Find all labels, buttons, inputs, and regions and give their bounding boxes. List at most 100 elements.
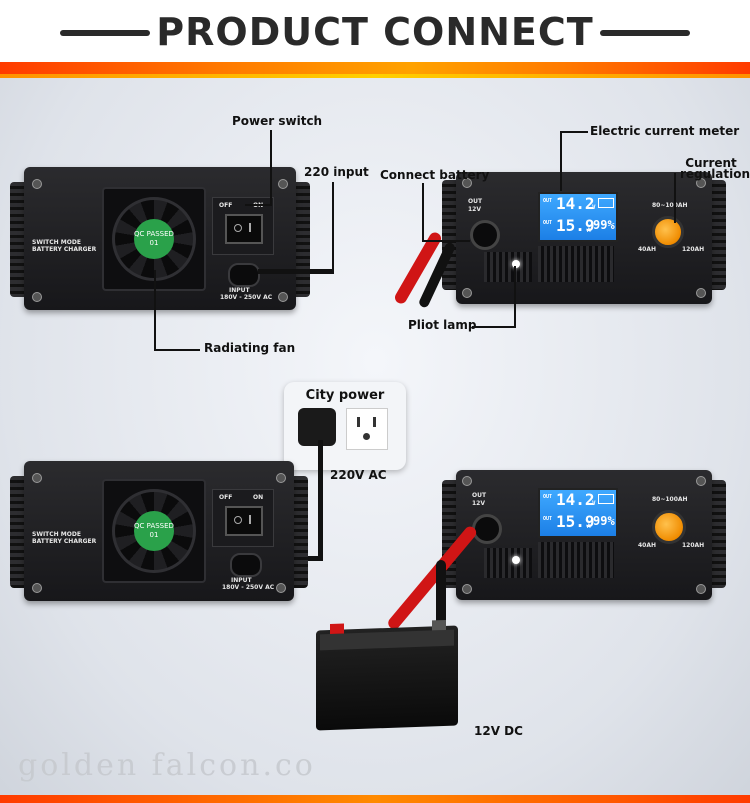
lcd-bottom-left-label: OUT	[543, 516, 553, 522]
vent-grille-left	[484, 548, 532, 578]
callout-power-switch: Power switch	[232, 114, 323, 128]
lcd-top-left-label: OUT	[543, 494, 553, 500]
current-regulation-knob[interactable]	[652, 510, 686, 544]
callout-line	[560, 131, 588, 133]
header-decoration-left	[60, 30, 150, 36]
input-range-label: 180V - 250V AC	[220, 294, 273, 301]
header-accent-stripe	[0, 62, 750, 74]
power-input-socket[interactable]	[228, 263, 260, 287]
current-regulation-knob[interactable]	[652, 216, 684, 248]
knob-right-label: 120AH	[682, 542, 705, 549]
callout-line	[514, 266, 516, 328]
charger-brand-label: SWITCH MODE BATTERY CHARGER	[32, 531, 97, 545]
screw-icon	[32, 179, 42, 189]
lcd-bottom-left-label: OUT	[543, 220, 553, 226]
lcd-voltage-value: 14.2	[556, 194, 595, 213]
screw-icon	[696, 178, 706, 188]
screw-icon	[278, 292, 288, 302]
switch-panel: OFF ON	[212, 489, 274, 547]
callout-radiating-fan: Radiating fan	[204, 341, 296, 355]
screw-icon	[696, 288, 706, 298]
screw-icon	[462, 476, 472, 486]
black-cable	[436, 560, 446, 636]
city-power-voltage: 220V AC	[330, 468, 387, 482]
knob-top-label: 80~100AH	[652, 202, 688, 209]
output-socket[interactable]	[470, 220, 500, 250]
input-label: INPUT	[229, 287, 250, 294]
battery-icon	[316, 619, 458, 731]
callout-line	[560, 131, 562, 191]
callout-line	[422, 240, 470, 242]
knob-left-label: 40AH	[638, 246, 657, 253]
on-symbol-icon	[249, 223, 251, 232]
off-symbol-icon	[234, 224, 242, 232]
lcd-top-left-label: OUT	[543, 198, 553, 204]
out-label: OUT	[472, 492, 487, 499]
outlet-ground-icon	[363, 433, 370, 440]
header-accent-stripe-thin	[0, 74, 750, 78]
screw-icon	[32, 473, 42, 483]
charger-front-top: OUT 12V OUT 14.2 V OUT 15.9 A 99% 80~100…	[456, 172, 712, 304]
qc-sticker: QC PASSED 01	[134, 219, 174, 259]
power-input-socket[interactable]	[230, 553, 262, 577]
input-range-label: 180V - 250V AC	[222, 584, 275, 591]
lcd-current-value: 15.9	[556, 216, 595, 235]
header-band	[0, 0, 750, 72]
charger-back-top: SWITCH MODE BATTERY CHARGER QC PASSED 01…	[24, 167, 296, 310]
lcd-percent-value: 99%	[593, 218, 615, 232]
power-switch[interactable]	[225, 506, 263, 536]
output-socket[interactable]	[472, 514, 502, 544]
knob-top-label: 80~100AH	[652, 496, 688, 503]
page-title: PRODUCT CONNECT	[156, 10, 594, 54]
charger-front-bottom: OUT 12V OUT 14.2 V OUT 15.9 A 99% 80~100…	[456, 470, 712, 600]
callout-line	[332, 182, 334, 274]
city-power-box: City power	[284, 382, 406, 470]
qc-sticker: QC PASSED 01	[134, 511, 174, 551]
out-voltage-label: 12V	[472, 500, 485, 507]
knob-right-label: 120AH	[682, 246, 705, 253]
power-switch[interactable]	[225, 214, 263, 244]
lcd-current-unit: A	[587, 227, 591, 234]
callout-line	[154, 349, 200, 351]
power-cable	[258, 269, 334, 274]
callout-line	[472, 326, 516, 328]
outlet-slot-icon	[357, 417, 360, 427]
charger-brand-label: SWITCH MODE BATTERY CHARGER	[32, 239, 97, 253]
lcd-voltage-unit: V	[592, 204, 596, 211]
screw-icon	[276, 473, 286, 483]
screw-icon	[462, 584, 472, 594]
callout-current-meter: Electric current meter	[590, 124, 740, 138]
callout-line	[154, 270, 156, 350]
on-symbol-icon	[249, 515, 251, 524]
callout-connect-battery: Connect battery	[380, 168, 490, 182]
switch-off-label: OFF	[219, 202, 233, 209]
negative-terminal-icon	[432, 619, 446, 631]
city-power-label: City power	[305, 388, 385, 403]
header-decoration-right	[600, 30, 690, 36]
battery-voltage-label: 12V DC	[474, 724, 523, 738]
lcd-percent-value: 99%	[593, 514, 615, 528]
power-plug-icon	[298, 408, 336, 446]
lcd-display: OUT 14.2 V OUT 15.9 A 99%	[538, 488, 618, 538]
screw-icon	[462, 178, 472, 188]
knob-left-label: 40AH	[638, 542, 657, 549]
vent-grille-center	[538, 246, 614, 282]
switch-off-label: OFF	[219, 494, 233, 501]
lcd-current-value: 15.9	[556, 512, 595, 531]
pilot-lamp-icon	[512, 556, 520, 564]
lcd-voltage-value: 14.2	[556, 490, 595, 509]
pilot-lamp-icon	[512, 260, 520, 268]
lcd-display: OUT 14.2 V OUT 15.9 A 99%	[538, 192, 618, 242]
screw-icon	[696, 584, 706, 594]
battery-level-icon	[598, 198, 614, 208]
callout-line	[245, 204, 272, 206]
screw-icon	[462, 288, 472, 298]
screw-icon	[32, 292, 42, 302]
lcd-current-unit: A	[587, 523, 591, 530]
lcd-voltage-unit: V	[592, 500, 596, 507]
callout-line	[270, 130, 272, 205]
screw-icon	[278, 179, 288, 189]
vent-grille-left	[484, 252, 532, 282]
fan-icon: QC PASSED 01	[112, 197, 196, 281]
vent-grille-center	[538, 542, 614, 578]
